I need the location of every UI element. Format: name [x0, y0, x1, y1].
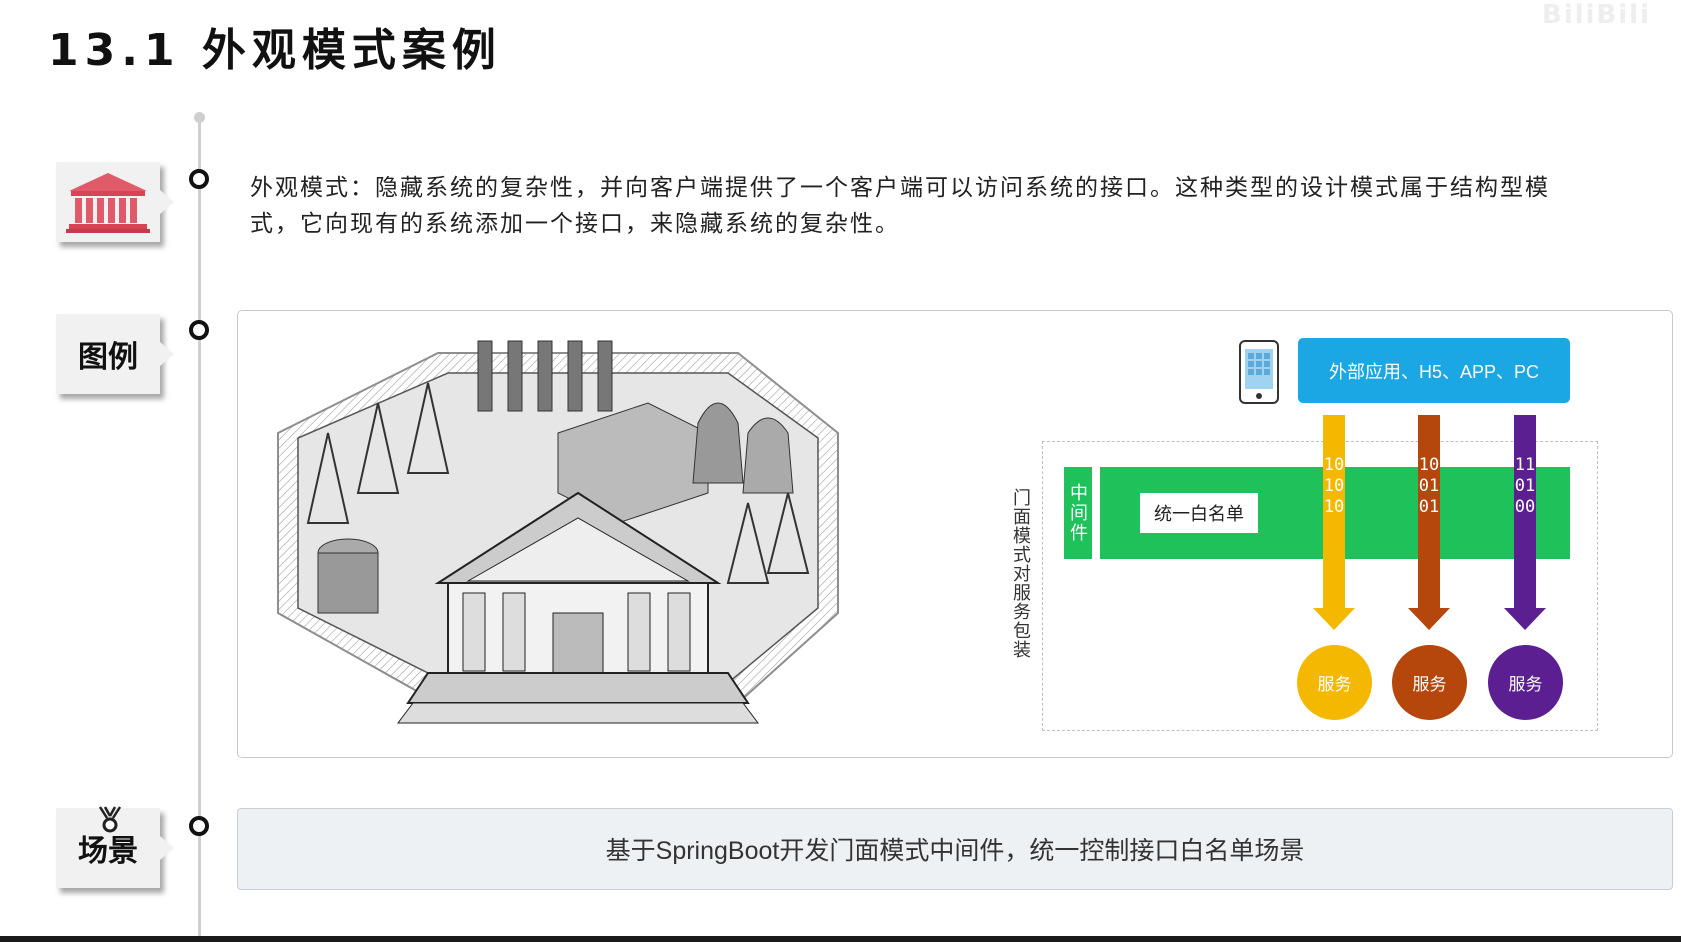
middleware-label: 中间件: [1064, 467, 1092, 559]
flow-bits: 110100: [1514, 455, 1536, 517]
illustration-card: 图例: [56, 314, 174, 394]
service-circle: 服务: [1488, 645, 1563, 720]
flow-arrow: 110100: [1504, 415, 1546, 630]
bank-building-icon: [56, 162, 174, 242]
timeline-start: [194, 112, 205, 123]
facade-wrapper-box: [1042, 441, 1598, 731]
watermark: BiliBili: [1541, 0, 1651, 30]
flow-arrow: 100101: [1408, 415, 1450, 630]
illustration-label: 图例: [78, 340, 138, 375]
flow-bits: 100101: [1418, 455, 1440, 517]
scenario-label: 场景: [78, 834, 138, 869]
timeline-line: [198, 115, 201, 942]
page-title: 13.1 外观模式案例: [48, 25, 502, 76]
fenced-factory-illustration: [277, 340, 839, 724]
timeline-dot: [189, 816, 209, 836]
definition-text: 外观模式：隐藏系统的复杂性，并向客户端提供了一个客户端可以访问系统的接口。这种类…: [250, 175, 1550, 237]
external-app-box: 外部应用、H5、APP、PC: [1298, 338, 1570, 403]
flow-arrow: 101010: [1313, 415, 1355, 630]
timeline-dot: [189, 320, 209, 340]
service-circle: 服务: [1297, 645, 1372, 720]
service-circle: 服务: [1392, 645, 1467, 720]
timeline-dot: [189, 169, 209, 189]
bottom-border: [0, 936, 1681, 942]
facade-label: 门面模式对服务包装: [1011, 488, 1031, 659]
scenario-text: 基于SpringBoot开发门面模式中间件，统一控制接口白名单场景: [237, 808, 1673, 890]
flow-bits: 101010: [1323, 455, 1345, 517]
whitelist-box: 统一白名单: [1140, 493, 1258, 533]
medal-icon: [98, 806, 122, 833]
mobile-phone-icon: [1239, 340, 1279, 404]
scenario-card: 场景: [56, 808, 174, 888]
